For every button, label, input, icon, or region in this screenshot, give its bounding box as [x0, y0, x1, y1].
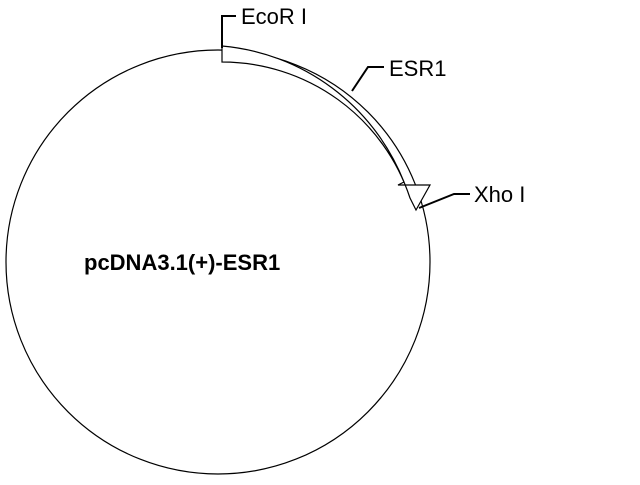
ecori-site-label: EcoR I	[241, 4, 308, 29]
esr1-insert-arrow	[221, 45, 432, 212]
plasmid-backbone	[5, 49, 431, 475]
ecori-site-marker	[221, 15, 236, 48]
xhoi-site-label: Xho I	[474, 182, 526, 207]
esr1-leader-line	[351, 66, 384, 92]
esr1-gene-label: ESR1	[389, 56, 447, 81]
plasmid-name: pcDNA3.1(+)-ESR1	[84, 250, 281, 275]
xhoi-leader-line	[418, 193, 470, 209]
